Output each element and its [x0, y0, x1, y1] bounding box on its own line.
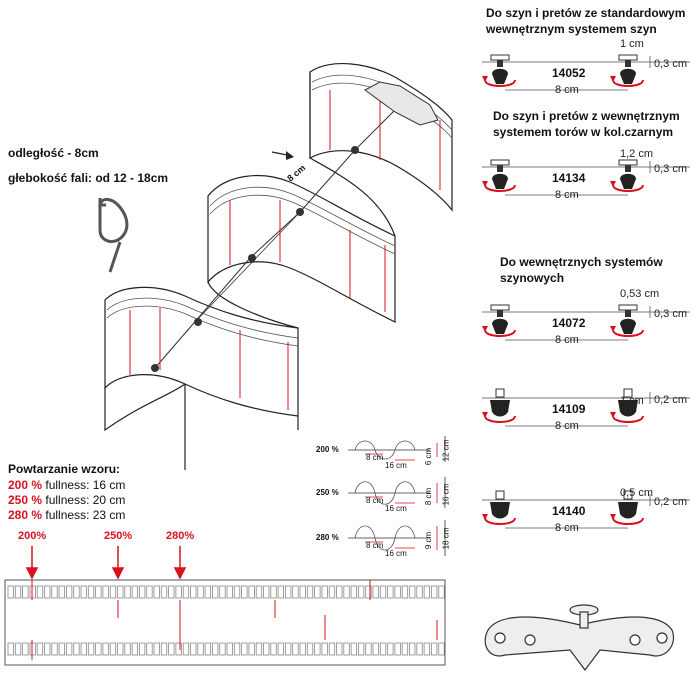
runner-14072 — [482, 304, 690, 341]
runner-span-14140: 8 cm — [555, 522, 579, 534]
curtain-red-marks — [129, 90, 441, 410]
runner-code-14052: 14052 — [552, 66, 586, 80]
runner-side-dim-14072: 0,3 cm — [654, 308, 688, 320]
hook-icon — [98, 197, 129, 273]
runner-side-dim-14140: 0,2 cm — [654, 496, 688, 508]
arrow-label-250: 250% — [104, 530, 133, 542]
runner-top-dim-14140: 0,5 cm — [620, 487, 654, 499]
arrow-label-200: 200% — [18, 530, 47, 542]
wave-280-a: 8 cm — [366, 541, 384, 550]
wave-200-c: 6 cm — [424, 447, 434, 466]
wave-200-a: 8 cm — [366, 453, 384, 462]
runner-14052 — [482, 54, 690, 91]
pattern-title: Powtarzanie wzoru: — [8, 462, 121, 476]
wave-250-a: 8 cm — [366, 496, 384, 505]
rail-bracket-illustration — [484, 604, 674, 671]
runner-14140 — [482, 490, 690, 529]
runner-span-14134: 8 cm — [555, 189, 579, 201]
rail-bracket-top — [364, 81, 439, 126]
runner-side-dim-14052: 0,3 cm — [654, 58, 688, 70]
wave-250-c: 8 cm — [424, 487, 434, 506]
pattern-row-200: 200 % fullness: 16 cm — [8, 478, 126, 492]
runner-span-14109: 8 cm — [555, 420, 579, 432]
runner-side-dim-14109: 0,2 cm — [654, 394, 688, 406]
pattern-row-250: 250 % fullness: 20 cm — [8, 493, 126, 507]
runner-span-14072: 8 cm — [555, 334, 579, 346]
wave-dim-280 — [348, 520, 446, 556]
wave-dim-250 — [348, 477, 446, 508]
runner-top-dim-14072: 0,53 cm — [620, 288, 660, 300]
runner-14134 — [482, 159, 690, 196]
runner-side-dim-14134: 0,3 cm — [654, 163, 688, 175]
wave-250-d: 16 cm — [441, 483, 451, 506]
distance-label: odległość - 8cm — [8, 146, 99, 160]
wave-250-b: 16 cm — [385, 504, 407, 513]
arrow-label-280: 280% — [166, 530, 195, 542]
wave-280-pct: 280 % — [316, 533, 339, 542]
runner-code-14109: 14109 — [552, 402, 586, 416]
pattern-arrows — [25, 546, 187, 580]
tape-red-marks — [31, 580, 438, 660]
wave-depth-label: głebokość fali: od 12 - 18cm — [8, 171, 169, 185]
runner-14109 — [482, 388, 690, 427]
wave-200-d: 12 cm — [441, 439, 451, 462]
wave-250-pct: 250 % — [316, 488, 339, 497]
runner-span-14052: 8 cm — [555, 84, 579, 96]
runner-code-14072: 14072 — [552, 316, 586, 330]
runner-top-dim-14052: 1 cm — [620, 38, 644, 50]
wave-dim-200 — [348, 436, 446, 462]
runner-top-dim-14109: 1 cm — [620, 395, 644, 407]
wave-280-d: 18 cm — [441, 527, 451, 550]
wave-280-c: 9 cm — [424, 531, 434, 550]
runner-code-14140: 14140 — [552, 504, 586, 518]
runner-top-dim-14134: 1,2 cm — [620, 148, 654, 160]
pattern-tape — [4, 579, 446, 666]
runner-code-14134: 14134 — [552, 171, 586, 185]
gap-arrow-head — [286, 151, 294, 160]
wave-280-b: 16 cm — [385, 549, 407, 558]
pattern-row-280: 280 % fullness: 23 cm — [8, 508, 126, 522]
wave-200-pct: 200 % — [316, 445, 339, 454]
wave-200-b: 16 cm — [385, 461, 407, 470]
wave-curtain-illustration — [104, 62, 453, 470]
